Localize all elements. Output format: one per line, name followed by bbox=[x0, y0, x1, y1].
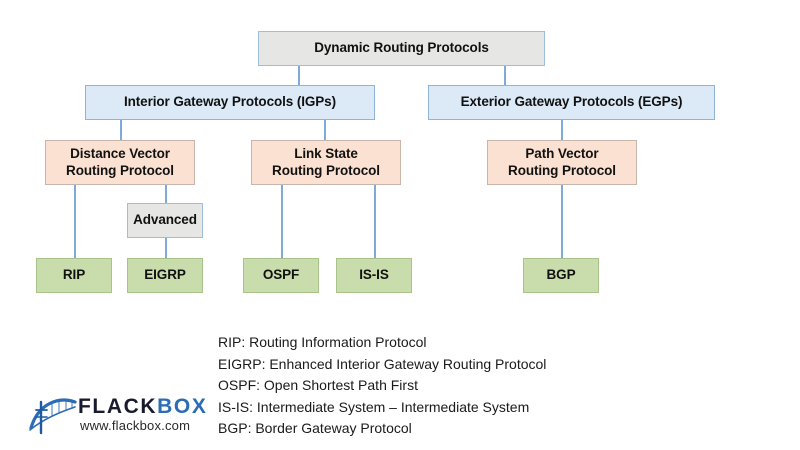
legend-item-bgp: BGP: Border Gateway Protocol bbox=[218, 420, 412, 436]
node-link-state-routing-protocol[interactable]: Link State Routing Protocol bbox=[251, 140, 401, 185]
connector-distance-vector-to-advanced bbox=[165, 185, 167, 203]
connector-egp-to-path-vector bbox=[561, 120, 563, 140]
legend-item-isis: IS-IS: Intermediate System – Intermediat… bbox=[218, 398, 530, 415]
node-path-vector-routing-protocol[interactable]: Path Vector Routing Protocol bbox=[487, 140, 637, 185]
logo-word-flack: FLACK bbox=[78, 395, 158, 418]
node-advanced[interactable]: Advanced bbox=[127, 203, 203, 238]
node-bgp[interactable]: BGP bbox=[523, 258, 599, 293]
connector-root-to-egp bbox=[504, 66, 506, 85]
connector-advanced-to-eigrp bbox=[165, 238, 167, 258]
legend-item-ospf: OSPF: Open Shortest Path First bbox=[218, 377, 418, 393]
node-dynamic-routing-protocols[interactable]: Dynamic Routing Protocols bbox=[258, 31, 545, 66]
path-vector-line-2: Routing Protocol bbox=[508, 162, 616, 178]
connector-link-state-to-ospf bbox=[281, 185, 283, 258]
flackbox-wordmark: FLACKBOX bbox=[78, 395, 207, 419]
node-exterior-gateway-protocols[interactable]: Exterior Gateway Protocols (EGPs) bbox=[428, 85, 715, 120]
path-vector-line-1: Path Vector bbox=[525, 146, 599, 162]
flackbox-logo: FLACKBOX www.flackbox.com bbox=[28, 392, 208, 440]
flackbox-bridge-icon bbox=[29, 398, 77, 435]
node-interior-gateway-protocols[interactable]: Interior Gateway Protocols (IGPs) bbox=[85, 85, 375, 120]
connector-path-vector-to-bgp bbox=[561, 185, 563, 258]
node-distance-vector-routing-protocol[interactable]: Distance Vector Routing Protocol bbox=[45, 140, 195, 185]
legend-item-rip: RIP: Routing Information Protocol bbox=[218, 334, 427, 350]
distance-vector-line-2: Routing Protocol bbox=[66, 162, 174, 178]
connector-root-to-igp bbox=[298, 66, 300, 85]
node-ospf[interactable]: OSPF bbox=[243, 258, 319, 293]
logo-url: www.flackbox.com bbox=[80, 418, 191, 433]
node-eigrp[interactable]: EIGRP bbox=[127, 258, 203, 293]
distance-vector-line-1: Distance Vector bbox=[70, 146, 170, 162]
connector-link-state-to-isis bbox=[374, 185, 376, 258]
link-state-line-2: Routing Protocol bbox=[272, 162, 380, 178]
acronym-legend: RIP: Routing Information Protocol EIGRP:… bbox=[218, 332, 546, 440]
logo-word-box: BOX bbox=[157, 395, 208, 418]
connector-igp-to-link-state bbox=[324, 120, 326, 140]
node-rip[interactable]: RIP bbox=[36, 258, 112, 293]
node-isis[interactable]: IS-IS bbox=[336, 258, 412, 293]
connector-igp-to-distance-vector bbox=[120, 120, 122, 140]
connector-distance-vector-to-rip bbox=[74, 185, 76, 258]
link-state-line-1: Link State bbox=[294, 146, 358, 162]
legend-item-eigrp: EIGRP: Enhanced Interior Gateway Routing… bbox=[218, 355, 547, 372]
